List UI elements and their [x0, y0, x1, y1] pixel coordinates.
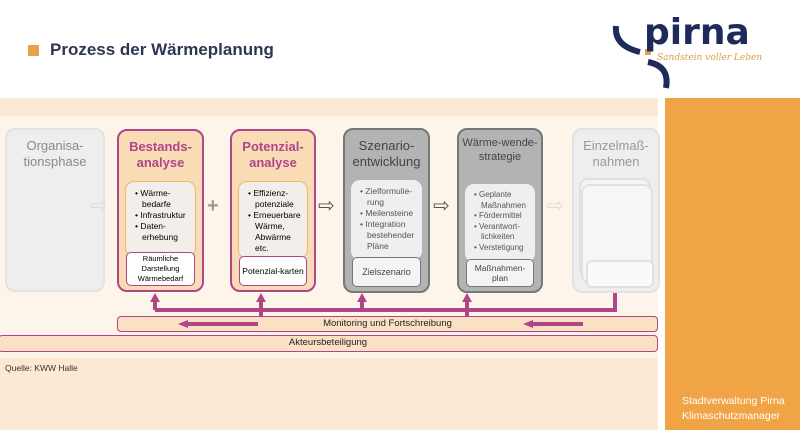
list-item: Erneuerbare Wärme, Abwärme etc.: [247, 210, 303, 254]
arrow-icon: ⇨: [90, 195, 107, 217]
step-potenzialanalyse: Potenzial-analyse Effizienz-potenzialeEr…: [230, 129, 316, 292]
list-item: Meilensteine: [359, 208, 418, 219]
arrow-up-icon: [357, 293, 367, 302]
step-output: Zielszenario: [352, 257, 421, 287]
step-output: Maßnahmen-plan: [466, 259, 534, 287]
step-output: Potenzial-karten: [239, 256, 307, 286]
source-note: Quelle: KWW Halle: [5, 363, 78, 373]
step-title: Wärme-wende-strategie: [462, 137, 538, 163]
list-item: Verstetigung: [473, 243, 531, 254]
monitoring-bar: Monitoring und Fortschreibung: [117, 316, 658, 332]
list-item: Effizienz-potenziale: [247, 188, 303, 210]
list-item: Geplante Maßnahmen: [473, 190, 531, 211]
arrow-up-icon: [462, 293, 472, 302]
arrow-up-icon: [150, 293, 160, 302]
step-details: Zielformulie-rungMeilensteineIntegration…: [351, 180, 422, 260]
step-szenarioentwicklung: Szenario-entwicklung Zielformulie-rungMe…: [343, 128, 430, 293]
side-line-2: Klimaschutzmanager: [682, 410, 781, 422]
actors-bar: Akteursbeteiligung: [0, 335, 658, 352]
arrow-up-icon: [256, 293, 266, 302]
page-title: Prozess der Wärmeplanung: [50, 40, 274, 59]
step-title: Potenzial-analyse: [242, 139, 304, 170]
step-output: Räumliche Darstellung Wärmebedarf: [126, 252, 195, 286]
arrow-icon: ⇨: [318, 195, 335, 217]
step-organisationsphase: Organisa-tionsphase: [5, 128, 105, 292]
step-bestandsanalyse: Bestands-analyse Wärme-bedarfeInfrastruk…: [117, 129, 204, 292]
step-title: Szenario-entwicklung: [352, 138, 421, 169]
arrow-icon: ⇨: [433, 195, 450, 217]
step-waermewendestrategie: Wärme-wende-strategie Geplante Maßnahmen…: [457, 128, 543, 293]
step-details: Geplante MaßnahmenFördermittelVerantwort…: [465, 184, 535, 262]
side-line-1: Stadtverwaltung Pirna: [682, 395, 785, 407]
feedback-lines: [150, 293, 617, 318]
list-item: Zielformulie-rung: [359, 186, 418, 208]
arrow-left-icon: [178, 320, 258, 328]
step-details: Effizienz-potenzialeErneuerbare Wärme, A…: [238, 181, 308, 259]
svg-text:pirna: pirna: [644, 12, 750, 53]
list-item: Verantwort-lichkeiten: [473, 222, 531, 243]
pirna-logo: pirna Sandstein voller Leben: [600, 4, 770, 90]
title-bullet-icon: [28, 45, 39, 56]
step-title: Organisa-tionsphase: [23, 138, 87, 169]
stack-card: [586, 260, 654, 288]
list-item: Daten-erhebung: [134, 221, 191, 243]
arrow-left-icon: [523, 320, 583, 328]
list-item: Fördermittel: [473, 211, 531, 222]
list-item: Wärme-bedarfe: [134, 188, 191, 210]
step-title: Bestands-analyse: [129, 139, 192, 170]
list-item: Infrastruktur: [134, 210, 191, 221]
step-einzelmassnahmen: Einzelmaß-nahmen: [572, 128, 660, 293]
step-title: Einzelmaß-nahmen: [583, 138, 649, 169]
svg-text:Sandstein voller Leben: Sandstein voller Leben: [657, 53, 762, 63]
actors-label: Akteursbeteiligung: [288, 337, 368, 348]
step-details: Wärme-bedarfeInfrastrukturDaten-erhebung: [125, 181, 196, 257]
arrow-icon: ⇨: [547, 195, 564, 217]
list-item: Integration bestehender Pläne: [359, 219, 418, 252]
side-panel: Stadtverwaltung Pirna Klimaschutzmanager: [665, 98, 800, 430]
plus-icon: +: [207, 195, 219, 217]
monitoring-label: Monitoring und Fortschreibung: [323, 318, 452, 329]
